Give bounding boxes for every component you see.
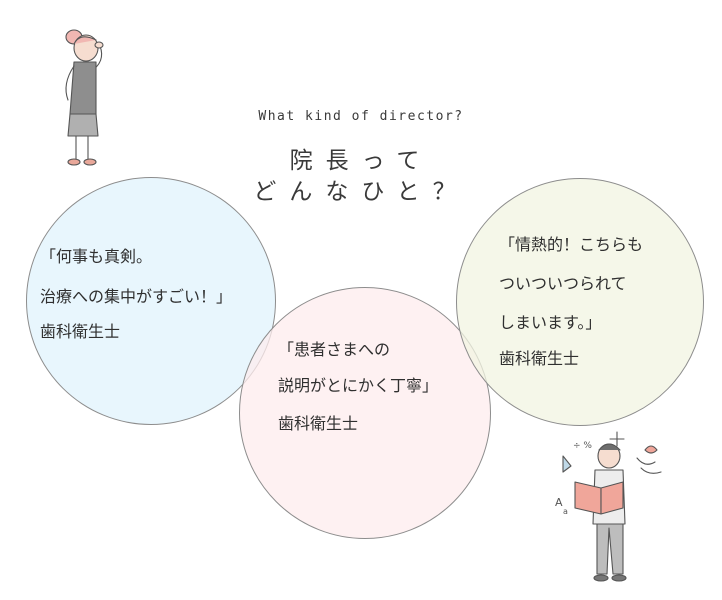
quote-bubble-blue <box>26 177 276 425</box>
quote-1-line-2: 治療への集中がすごい！」 <box>40 287 233 306</box>
quote-3-line-3: しまいます。」 <box>499 313 602 332</box>
quote-3-line-1: 「情熱的！こちらも <box>499 235 644 254</box>
quote-bubble-green <box>456 178 704 426</box>
man-reading-book-illustration: ÷ % A a <box>555 431 662 582</box>
quote-2-line-2: 説明がとにかく丁寧」 <box>278 376 439 395</box>
section-title-line1: 院長って <box>289 148 433 174</box>
quote-3-line-2: ついついつられて <box>499 274 627 293</box>
svg-text:A: A <box>555 496 563 509</box>
woman-thinking-illustration <box>65 29 104 166</box>
svg-text:÷ %: ÷ % <box>573 441 592 451</box>
quote-2-line-1: 「患者さまへの <box>278 340 391 359</box>
quote-2-attribution: 歯科衛生士 <box>278 414 359 433</box>
quote-1-attribution: 歯科衛生士 <box>40 322 121 341</box>
svg-text:a: a <box>563 507 568 516</box>
quote-3-attribution: 歯科衛生士 <box>499 349 580 368</box>
quote-1-line-1: 「何事も真剣。 <box>40 247 153 266</box>
section-title-line2: どんなひと？ <box>253 179 469 205</box>
section-subtitle: What kind of director? <box>258 109 464 124</box>
quote-bubble-pink <box>239 287 491 539</box>
